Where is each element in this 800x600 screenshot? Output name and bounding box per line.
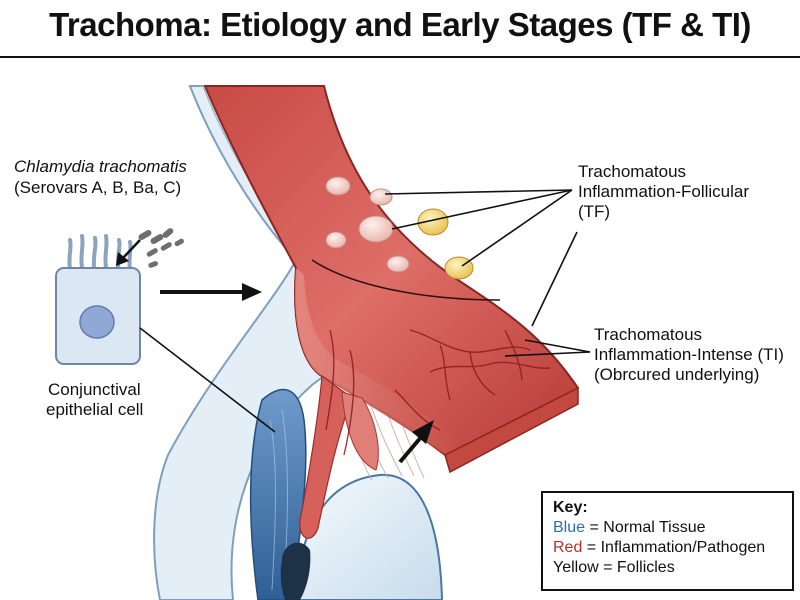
bacteria-to-cell-arrow	[122, 239, 141, 259]
legend-blue-text: = Normal Tissue	[585, 519, 706, 536]
legend-key: Key: Blue = Normal Tissue Red = Inflamma…	[541, 491, 794, 591]
arrows	[116, 239, 434, 464]
eyeball-to-lid-arrow	[398, 434, 424, 464]
chlamydia-bacteria	[138, 228, 184, 268]
ti-label-line3: (Obrcured underlying)	[594, 365, 760, 384]
cell-label-line2: epithelial cell	[46, 400, 144, 419]
tf-label-line3: (TF)	[578, 202, 611, 221]
epithelial-cell	[55, 234, 141, 365]
ti-label-line1: Trachomatous	[594, 325, 703, 344]
pathogen-serovars-label: (Serovars A, B, Ba, C)	[14, 178, 182, 197]
legend-blue-word: Blue	[553, 519, 586, 536]
title-underline	[0, 56, 800, 58]
legend-row-blue: Blue = Normal Tissue	[553, 518, 782, 538]
legend-row-red: Red = Inflammation/Pathogen	[553, 538, 782, 558]
pathogen-name-label: Chlamydia trachomatis	[14, 157, 187, 176]
blood-vessels	[325, 329, 551, 456]
tf-label-line2: Inflammation-Follicular	[578, 182, 749, 201]
follicles	[325, 176, 474, 280]
legend-title: Key:	[553, 499, 588, 516]
cell-label-line1: Conjunctival	[48, 380, 141, 399]
legend-yellow-text: = Follicles	[598, 559, 675, 576]
legend-yellow-word: Yellow	[553, 559, 599, 576]
ti-label-line2: Inflammation-Intense (TI)	[594, 345, 784, 364]
leader-lines	[139, 189, 591, 433]
tf-label-line1: Trachomatous	[578, 162, 687, 181]
legend-red-text: = Inflammation/Pathogen	[582, 539, 766, 556]
legend-row-yellow: Yellow = Follicles	[553, 558, 782, 578]
page-title: Trachoma: Etiology and Early Stages (TF …	[49, 6, 751, 43]
legend-red-word: Red	[553, 539, 583, 556]
